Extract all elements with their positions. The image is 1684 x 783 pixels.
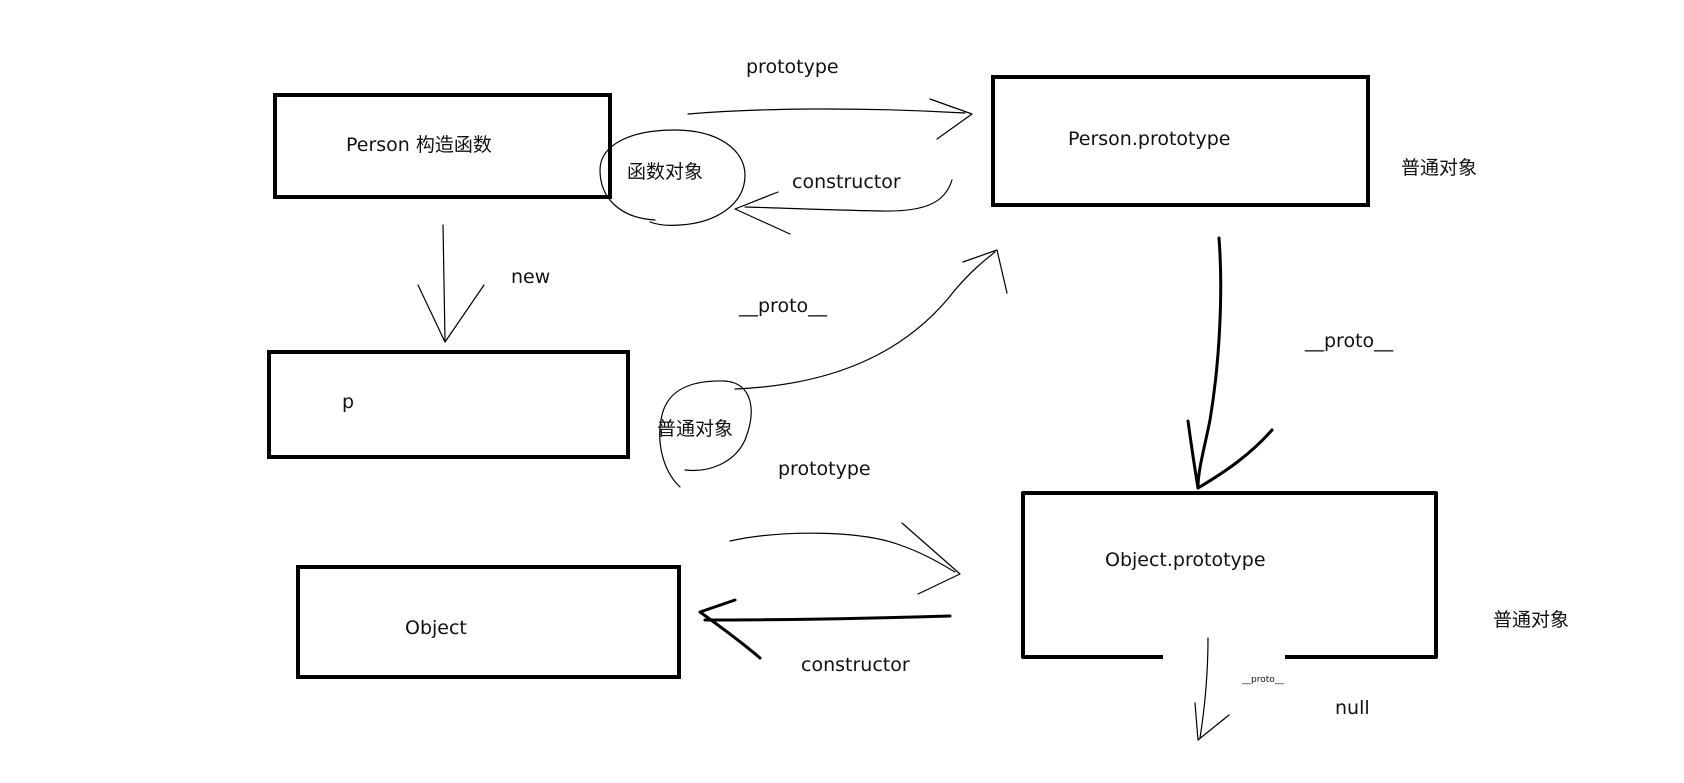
instance-p-box bbox=[267, 350, 630, 459]
person-constructor-label: Person 构造函数 bbox=[346, 134, 492, 156]
object-constructor-label: Object bbox=[405, 617, 467, 639]
proto-arrow-p bbox=[734, 249, 1008, 390]
person-prototype-label: Person.prototype bbox=[1068, 128, 1231, 150]
plain-object-circle bbox=[659, 380, 752, 488]
function-object-circle bbox=[599, 129, 746, 226]
instance-p-label: p bbox=[342, 391, 355, 413]
object-prototype-box bbox=[1021, 491, 1438, 659]
proto-small-label: __proto__ bbox=[1242, 675, 1284, 685]
constructor-arrow-bottom bbox=[698, 598, 952, 660]
function-object-annotation: 函数对象 bbox=[627, 161, 704, 183]
plain-object-person-prototype-annotation: 普通对象 bbox=[1401, 157, 1478, 179]
prototype-arrow-top bbox=[687, 98, 973, 140]
prototype-arrow-bottom bbox=[729, 522, 961, 595]
proto-right-label: __proto__ bbox=[1305, 330, 1394, 352]
prototype-bottom-label: prototype bbox=[778, 458, 871, 480]
new-label: new bbox=[511, 266, 551, 288]
constructor-bottom-label: constructor bbox=[801, 654, 910, 676]
person-constructor-box bbox=[273, 93, 612, 199]
plain-object-object-prototype-annotation: 普通对象 bbox=[1493, 609, 1570, 631]
constructor-top-label: constructor bbox=[792, 171, 901, 193]
null-label: null bbox=[1335, 697, 1370, 719]
proto-arrow-null bbox=[1194, 637, 1230, 741]
plain-object-p-annotation: 普通对象 bbox=[657, 418, 734, 440]
proto-p-label: __proto__ bbox=[739, 295, 828, 317]
person-prototype-box bbox=[991, 75, 1370, 207]
prototype-top-label: prototype bbox=[746, 56, 839, 78]
constructor-arrow-top bbox=[734, 179, 953, 235]
object-constructor-box bbox=[296, 565, 681, 679]
new-arrow bbox=[417, 224, 485, 343]
proto-arrow-right bbox=[1186, 236, 1274, 490]
object-prototype-label: Object.prototype bbox=[1105, 549, 1266, 571]
